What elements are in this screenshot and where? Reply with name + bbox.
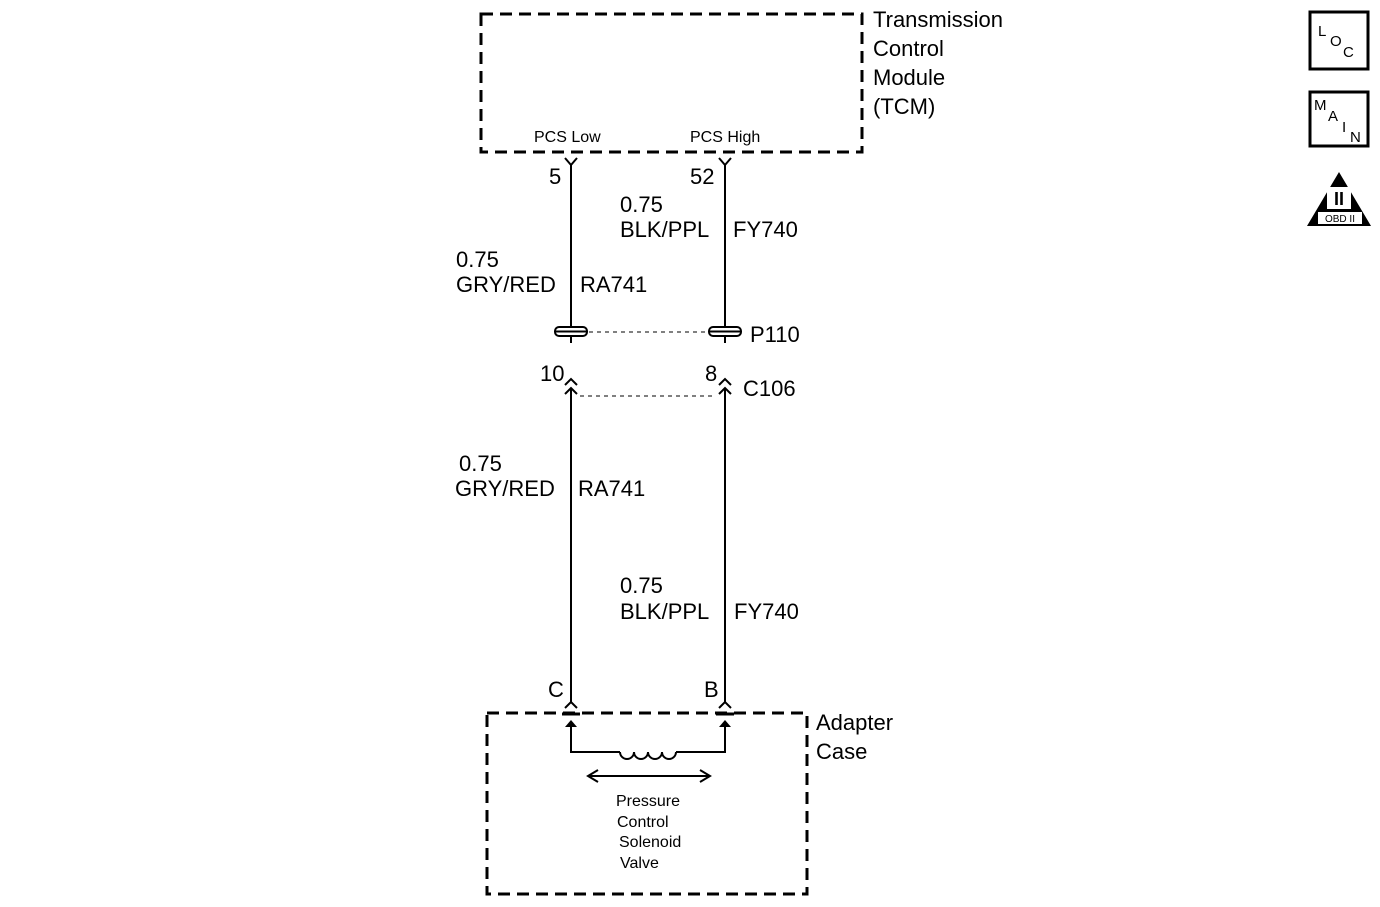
tcm-label-line-4: (TCM): [873, 94, 935, 119]
c106-label: C106: [743, 376, 796, 401]
wire-upper-left-color: GRY/RED: [456, 272, 556, 297]
adapter-pin-c: C: [548, 677, 564, 702]
main-icon[interactable]: M A I N: [1308, 90, 1370, 148]
solenoid-coil: [565, 720, 731, 760]
solenoid-label-line-3: Solenoid: [619, 834, 681, 851]
obd-ii-caption: OBD II: [1325, 214, 1355, 225]
wire-lower-left-color: GRY/RED: [455, 476, 555, 501]
c106-right-female: [718, 377, 732, 386]
wire-upper-right-gauge: 0.75: [620, 192, 663, 217]
pass-through-right: [708, 326, 742, 343]
adapter-pin-c-symbol: [564, 700, 578, 709]
adapter-pin-b: B: [704, 677, 719, 702]
wire-lower-left-gauge: 0.75: [459, 451, 502, 476]
tcm-label-line-3: Module: [873, 65, 945, 90]
wire-lower-right-circuit: FY740: [734, 599, 799, 624]
main-icon-letter-i: I: [1342, 119, 1346, 136]
loc-icon-letter-c: C: [1343, 44, 1354, 61]
tcm-label-line-2: Control: [873, 36, 944, 61]
solenoid-motion-arrow: [586, 769, 712, 783]
wire-lower-right-gauge: 0.75: [620, 573, 663, 598]
solenoid-label-line-2: Control: [617, 814, 669, 831]
solenoid-label-line-4: Valve: [620, 855, 659, 872]
loc-icon-letter-o: O: [1330, 33, 1342, 50]
c106-left-female: [564, 377, 578, 386]
adapter-case-label-line-1: Adapter: [816, 710, 893, 735]
adapter-pin-b-symbol: [718, 700, 732, 709]
tcm-pin-low-number: 5: [549, 164, 561, 189]
tcm-pin-low-symbol: [564, 157, 578, 167]
wire-lower-right-color: BLK/PPL: [620, 599, 709, 624]
solenoid-label: Pressure Control Solenoid Valve: [616, 793, 681, 872]
adapter-case-label-line-2: Case: [816, 739, 867, 764]
main-icon-letter-m: M: [1314, 97, 1327, 114]
tcm-box: [479, 12, 864, 154]
obd-ii-numeral: II: [1334, 189, 1344, 209]
c106-pin-left: 10: [540, 361, 564, 386]
wire-upper-right-circuit: FY740: [733, 217, 798, 242]
loc-icon-letter-l: L: [1318, 23, 1326, 40]
solenoid-label-line-1: Pressure: [616, 793, 680, 810]
tcm-label-line-1: Transmission: [873, 7, 1003, 32]
c106-pin-right: 8: [705, 361, 717, 386]
main-icon-letter-a: A: [1328, 108, 1338, 125]
tcm-pin-high-symbol: [718, 157, 732, 167]
pass-through-left: [554, 326, 588, 343]
wire-lower-left-circuit: RA741: [578, 476, 645, 501]
pcs-low-label: PCS Low: [534, 129, 601, 146]
wire-upper-left-gauge: 0.75: [456, 247, 499, 272]
obd-ii-icon[interactable]: II OBD II: [1307, 172, 1371, 226]
pass-through-label: P110: [750, 322, 800, 347]
main-icon-letter-n: N: [1350, 129, 1361, 146]
wire-upper-left-circuit: RA741: [580, 272, 647, 297]
loc-icon[interactable]: L O C: [1308, 10, 1370, 71]
wire-upper-right-color: BLK/PPL: [620, 217, 709, 242]
pcs-high-label: PCS High: [690, 129, 760, 146]
tcm-pin-high-number: 52: [690, 164, 714, 189]
adapter-case-box: [485, 711, 809, 896]
tcm-label: Transmission Control Module (TCM): [873, 7, 1003, 119]
